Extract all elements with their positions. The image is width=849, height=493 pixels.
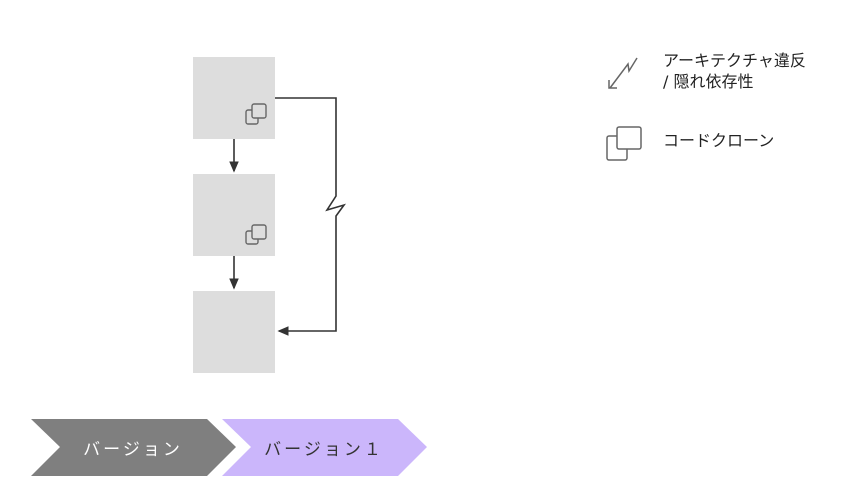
component-box-2 xyxy=(193,174,275,256)
legend-violation-line1: アーキテクチャ違反 xyxy=(663,51,806,70)
code-clone-icon xyxy=(245,224,267,245)
component-box-3 xyxy=(193,291,275,373)
version-banner[interactable]: バージョン xyxy=(83,440,183,460)
code-clone-icon xyxy=(245,103,267,125)
legend-clone-label: コードクローン xyxy=(663,131,775,150)
component-box-1 xyxy=(193,57,275,139)
version-chevron-shape xyxy=(31,419,236,476)
legend-violation-label: アーキテクチャ違反 / 隠れ依存性 xyxy=(663,50,806,92)
version-1-chevron-shape xyxy=(222,419,427,476)
version-1-banner[interactable]: バージョン１ xyxy=(264,440,384,460)
code-clone-icon xyxy=(606,126,642,161)
legend-violation-line2: / 隠れ依存性 xyxy=(663,72,754,91)
violation-arrow-1-3 xyxy=(275,97,347,336)
zigzag-arrow-icon xyxy=(608,57,638,89)
